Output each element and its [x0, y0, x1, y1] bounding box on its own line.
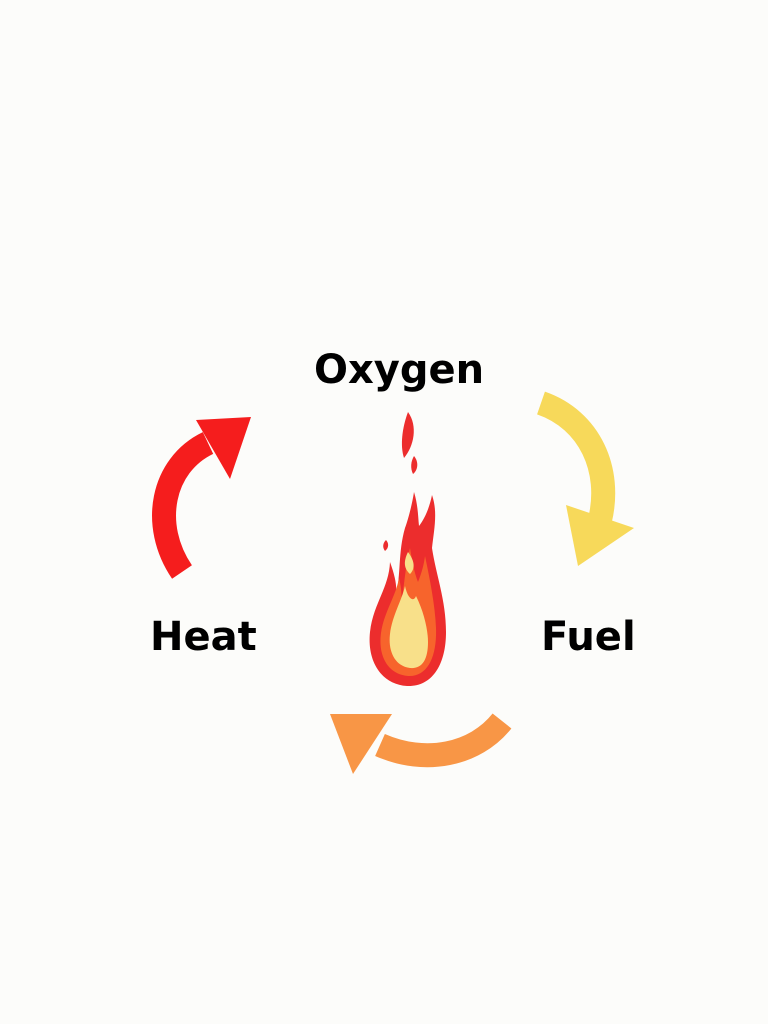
flame-icon [369, 412, 446, 687]
heat-label: Heat [150, 614, 257, 660]
arrow-oxygen-to-fuel-icon [536, 391, 634, 566]
arrow-fuel-to-heat-icon [330, 713, 512, 774]
arrow-heat-to-oxygen-icon [152, 417, 251, 579]
fuel-label: Fuel [541, 614, 636, 660]
oxygen-label: Oxygen [314, 347, 485, 393]
